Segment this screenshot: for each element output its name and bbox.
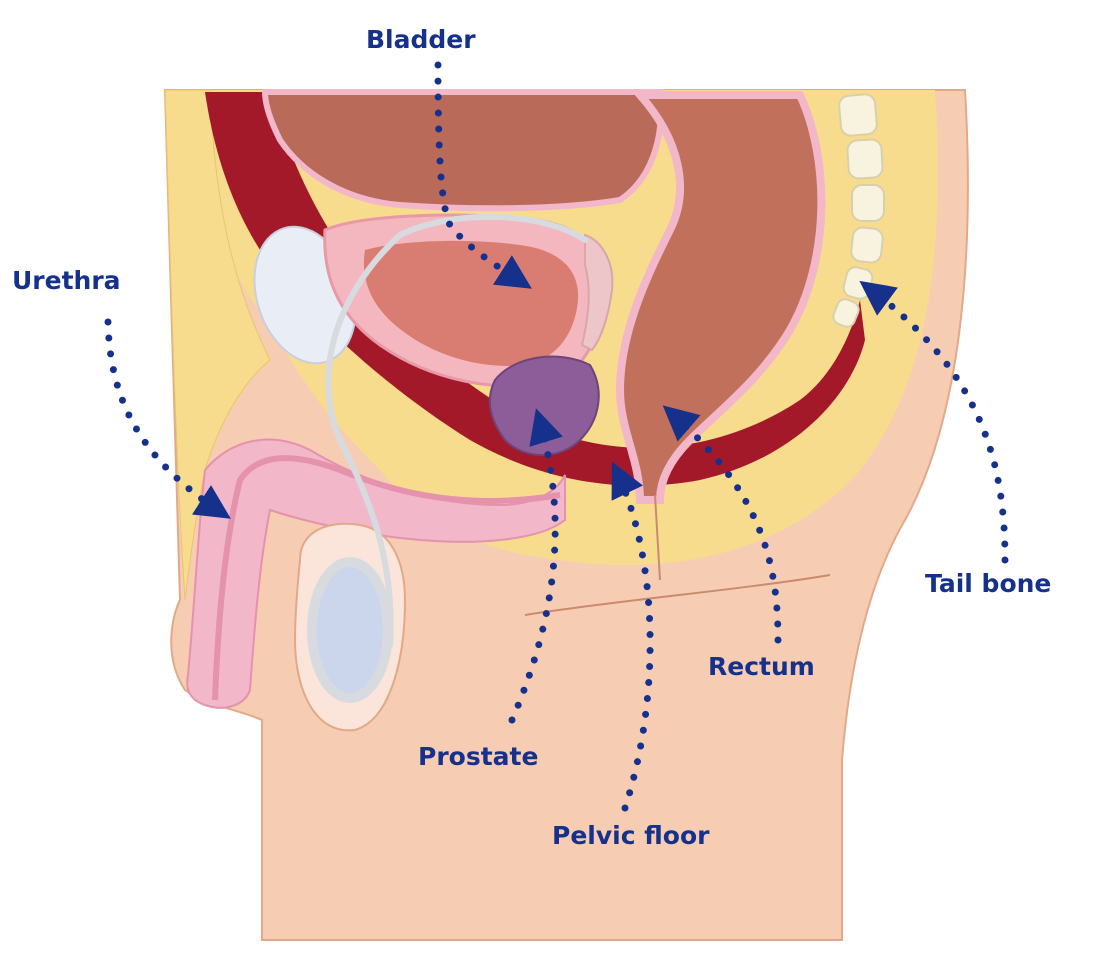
pelvic-floor-leader: [611, 461, 654, 812]
tail-bone-label: Tail bone: [925, 569, 1052, 598]
catheter: [325, 213, 588, 648]
urethra-label: Urethra: [12, 266, 121, 295]
prostate-label: Prostate: [418, 742, 539, 771]
urethra-canal: [212, 455, 561, 701]
urethra-leader: [104, 318, 231, 519]
rectum-leader: [662, 405, 782, 644]
prostate-organ: [488, 355, 600, 456]
tail-bone-leader: [859, 280, 1009, 564]
gluteal-line: [654, 494, 661, 581]
seminal-vesicle: [580, 233, 614, 352]
bladder-leader: [434, 61, 532, 289]
testis: [307, 557, 393, 703]
intestine: [261, 89, 664, 212]
rectum-organ: [615, 91, 826, 504]
bladder-label: Bladder: [366, 25, 476, 54]
prostate-leader: [508, 408, 563, 724]
skin-crease: [524, 574, 831, 616]
rectum-label: Rectum: [708, 652, 815, 681]
pelvic-floor-label: Pelvic floor: [552, 821, 710, 850]
